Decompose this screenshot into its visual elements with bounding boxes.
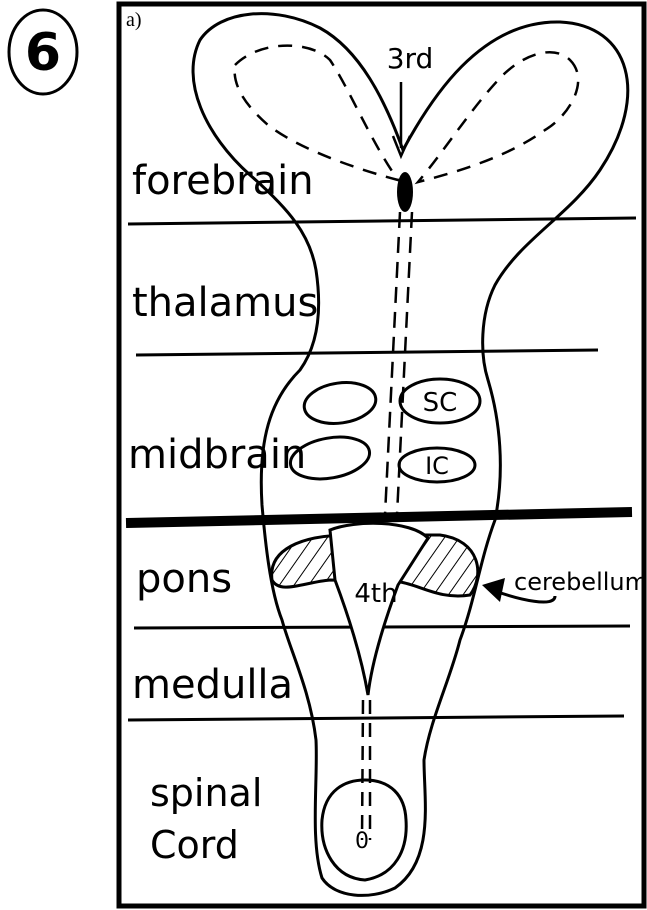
region-label-forebrain: forebrain xyxy=(132,158,314,204)
spinal-canal-label: 0 xyxy=(355,829,369,854)
region-label-pons: pons xyxy=(136,556,232,602)
fourth-ventricle-label: 4th xyxy=(354,579,397,609)
region-label-midbrain: midbrain xyxy=(128,432,306,478)
region-labels: forebrain thalamus midbrain pons medulla… xyxy=(128,158,318,867)
figure-number: 6 xyxy=(25,23,61,83)
panel-label: a) xyxy=(126,9,142,31)
region-label-spinal-cord: spinal Cord xyxy=(150,771,275,867)
superior-colliculus-label: SC xyxy=(423,388,458,418)
central-canal xyxy=(362,700,370,840)
fourth-ventricle xyxy=(330,523,428,695)
cerebellum-arrowhead xyxy=(482,578,505,602)
divider-medulla-spinal xyxy=(128,716,624,720)
divider-midbrain-pons xyxy=(126,512,632,523)
region-label-medulla: medulla xyxy=(132,662,293,708)
left-superior-colliculus xyxy=(302,378,379,428)
figure-number-badge: 6 xyxy=(9,10,77,94)
cerebellum-label: cerebellum xyxy=(514,568,647,596)
inferior-colliculus-label: IC xyxy=(425,452,449,480)
cerebral-aqueduct xyxy=(385,212,412,515)
region-label-thalamus: thalamus xyxy=(132,280,318,326)
third-ventricle-label: 3rd xyxy=(387,42,434,75)
divider-thalamus-midbrain xyxy=(136,350,598,355)
right-lateral-ventricle xyxy=(418,52,578,182)
divider-forebrain-thalamus xyxy=(128,218,636,224)
